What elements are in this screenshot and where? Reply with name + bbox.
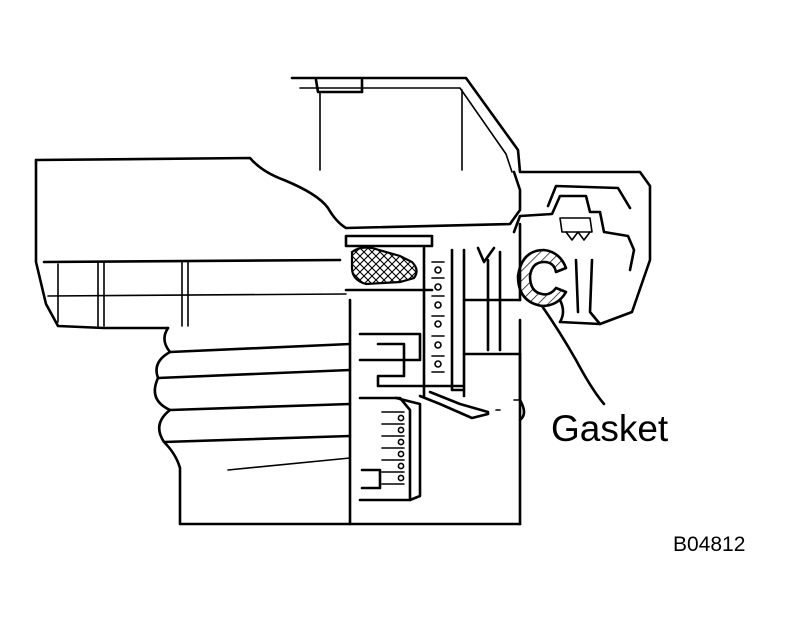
vacuum-valve-spring [358, 390, 490, 502]
cap-handle [290, 76, 652, 326]
figure-code: B04812 [673, 533, 746, 556]
vacuum-valve-seal [344, 234, 434, 292]
gasket-label: Gasket [551, 408, 669, 449]
threaded-neck [153, 298, 522, 526]
filler-neck-flange [512, 184, 636, 422]
gasket-ring [516, 248, 568, 308]
gasket-leader-line [540, 304, 606, 406]
cap-outer-shell [34, 156, 522, 330]
